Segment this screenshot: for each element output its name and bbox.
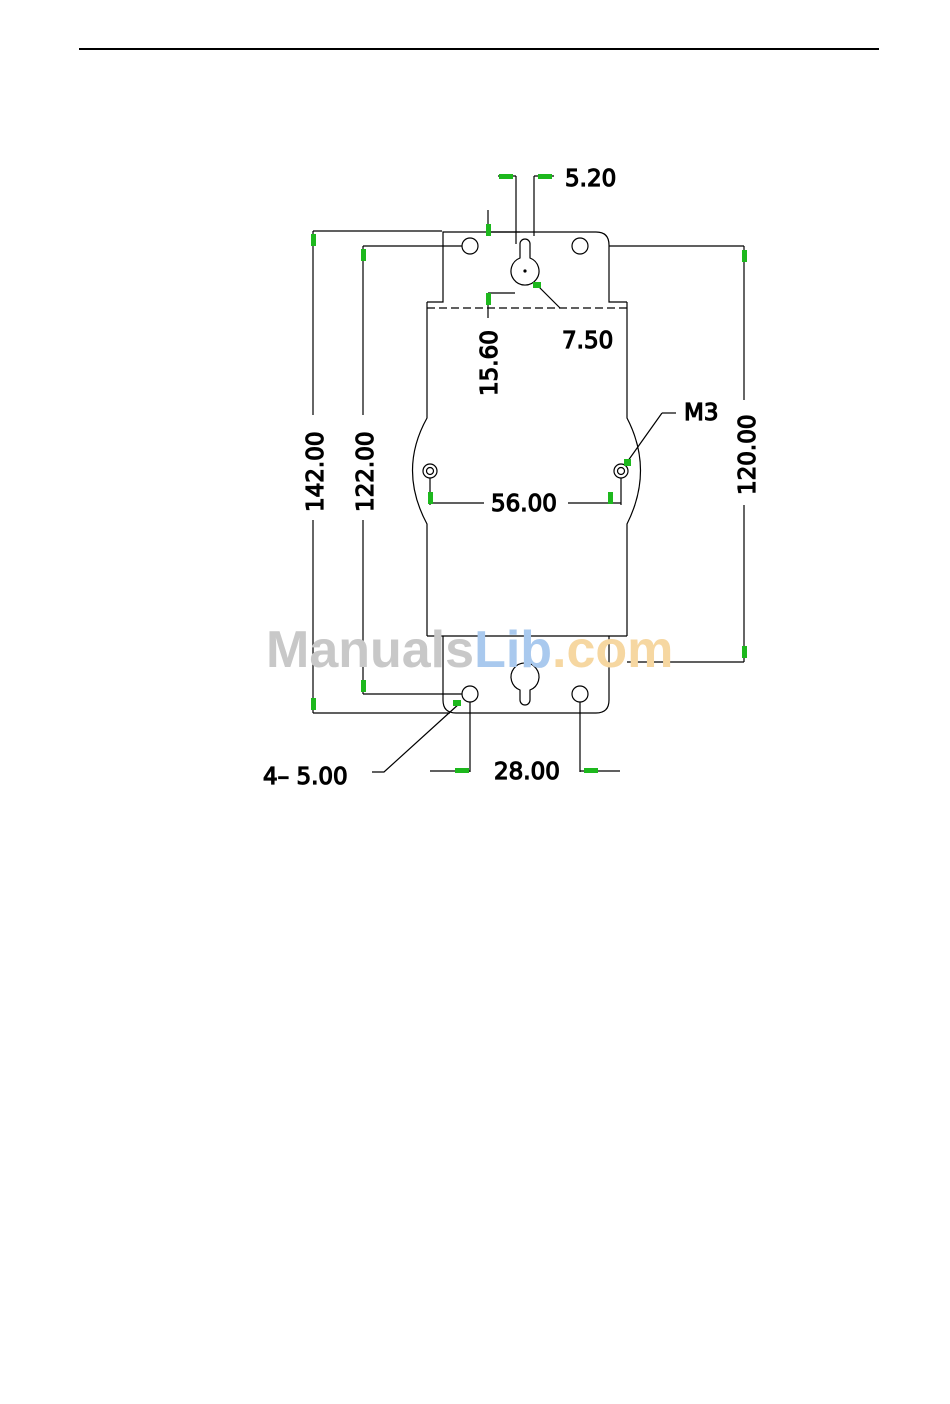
dim-15-60-lines bbox=[488, 210, 520, 318]
dim-label-56-00: 56.00 bbox=[491, 491, 557, 517]
dim-7-50-leader bbox=[538, 286, 560, 308]
dim-label-5-20: 5.20 bbox=[565, 166, 616, 192]
dim-label-7-50: 7.50 bbox=[562, 328, 613, 354]
dim-label-15-60: 15.60 bbox=[477, 330, 503, 396]
top-left-mount-hole bbox=[462, 238, 478, 254]
bottom-left-mount-hole bbox=[462, 686, 478, 702]
top-keyhole-slot bbox=[511, 239, 539, 285]
top-mounting-tab bbox=[427, 232, 627, 302]
dim-label-28-00: 28.00 bbox=[494, 759, 560, 785]
keyhole-center-mark bbox=[524, 270, 526, 272]
dim-120-lines bbox=[609, 246, 744, 662]
left-m3-screw bbox=[423, 464, 437, 478]
watermark-part3: .com bbox=[552, 621, 673, 679]
top-right-mount-hole bbox=[572, 238, 588, 254]
m3-leader bbox=[625, 413, 662, 465]
watermark-part1: Manuals bbox=[266, 621, 474, 679]
dim-label-142-00: 142.00 bbox=[303, 432, 329, 512]
right-m3-screw bbox=[614, 464, 628, 478]
dim-label-122-00: 122.00 bbox=[353, 432, 379, 512]
watermark-part2: Lib bbox=[474, 621, 552, 679]
dim-label-120-00: 120.00 bbox=[735, 415, 761, 495]
site-watermark: ManualsLib.com bbox=[266, 621, 673, 679]
dim-5-20-lines bbox=[498, 176, 554, 244]
bottom-right-mount-hole bbox=[572, 686, 588, 702]
dim-label-hole-note: 4– 5.00 bbox=[263, 764, 348, 790]
dim-label-m3: M3 bbox=[684, 400, 718, 426]
